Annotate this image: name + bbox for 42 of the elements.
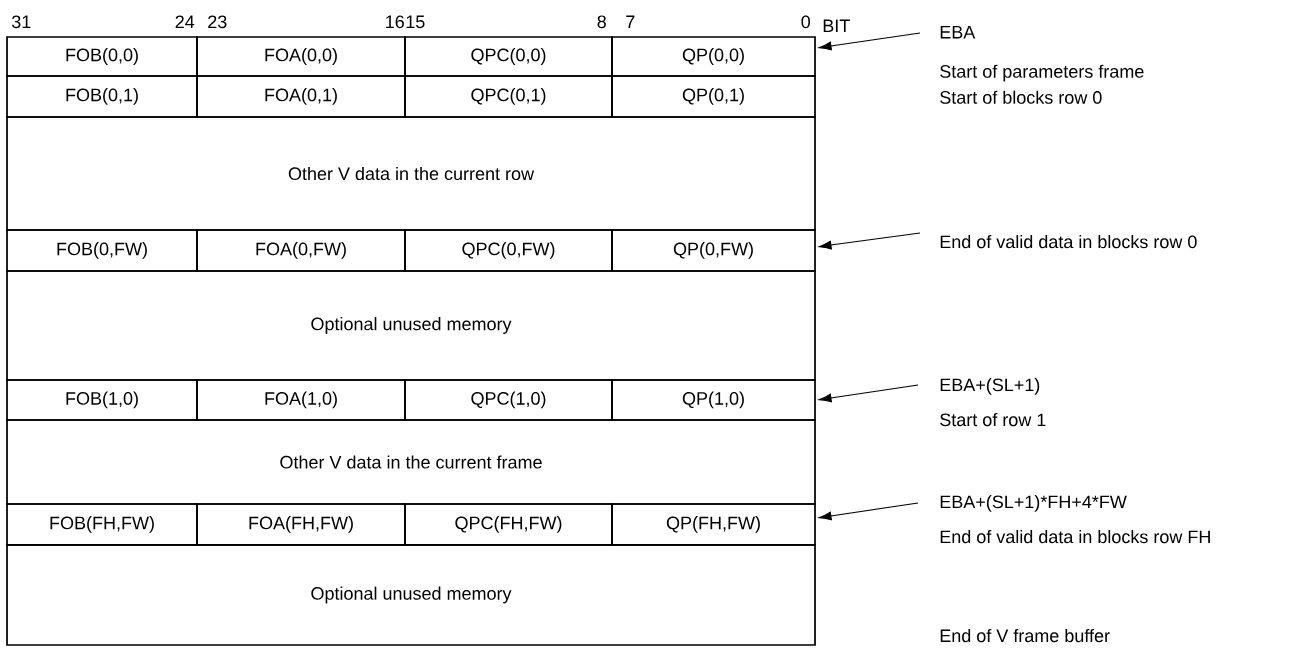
arrow xyxy=(818,502,919,521)
address-annotation: EBA+(SL+1) Start of row 1 xyxy=(940,378,1046,427)
memory-cell: QPC(1,0) xyxy=(404,379,613,421)
bit-number: 7 xyxy=(626,15,635,28)
memory-cell: FOA(FH,FW) xyxy=(196,503,406,546)
bit-number: 16 xyxy=(386,15,404,29)
bit-number: 0 xyxy=(801,15,811,29)
bit-number: 31 xyxy=(11,15,31,29)
memory-cell: FOB(0,1) xyxy=(6,75,198,118)
memory-cell: QPC(0,1) xyxy=(404,75,613,118)
memory-cell: FOB(0,0) xyxy=(6,36,198,77)
memory-cell: FOB(FH,FW) xyxy=(6,503,198,546)
arrow xyxy=(818,32,921,51)
address-annotation: End of valid data in blocks row 0 xyxy=(940,235,1197,249)
memory-cell: FOB(1,0) xyxy=(6,379,198,421)
bit-label: BIT xyxy=(823,19,850,32)
memory-region: Other V data in the current frame xyxy=(6,419,816,505)
buffer-end-label: End of V frame buffer xyxy=(940,628,1110,643)
memory-region: Optional unused memory xyxy=(6,270,816,381)
arrow xyxy=(818,232,921,250)
memory-cell: QP(1,0) xyxy=(611,379,816,421)
address-annotation: EBA+(SL+1)*FH+4*FW End of valid data in blocks row FH xyxy=(940,495,1210,544)
memory-cell: FOA(0,1) xyxy=(196,75,406,118)
memory-cell: FOA(0,0) xyxy=(196,36,406,77)
arrow xyxy=(818,384,919,403)
memory-cell: QPC(FH,FW) xyxy=(404,503,613,546)
memory-cell: FOA(1,0) xyxy=(196,379,406,421)
memory-cell: QP(FH,FW) xyxy=(611,503,816,546)
address-annotation: EBA Start of parameters frame Start of blocks row 0 xyxy=(940,26,1144,104)
memory-cell: QP(0,FW) xyxy=(611,229,816,272)
memory-cell: FOB(0,FW) xyxy=(6,229,198,272)
memory-cell: QPC(0,0) xyxy=(404,36,613,77)
memory-region: Other V data in the current row xyxy=(6,116,816,231)
bit-number: 15 xyxy=(406,15,425,29)
memory-cell: QP(0,0) xyxy=(611,36,816,77)
memory-region: Optional unused memory xyxy=(6,544,816,646)
bit-number: 8 xyxy=(597,15,606,29)
memory-cell: QPC(0,FW) xyxy=(404,229,613,272)
bit-number: 23 xyxy=(208,15,227,29)
memory-cell: FOA(0,FW) xyxy=(196,229,406,272)
memory-cell: QP(0,1) xyxy=(611,75,816,118)
bit-number: 24 xyxy=(175,15,195,28)
